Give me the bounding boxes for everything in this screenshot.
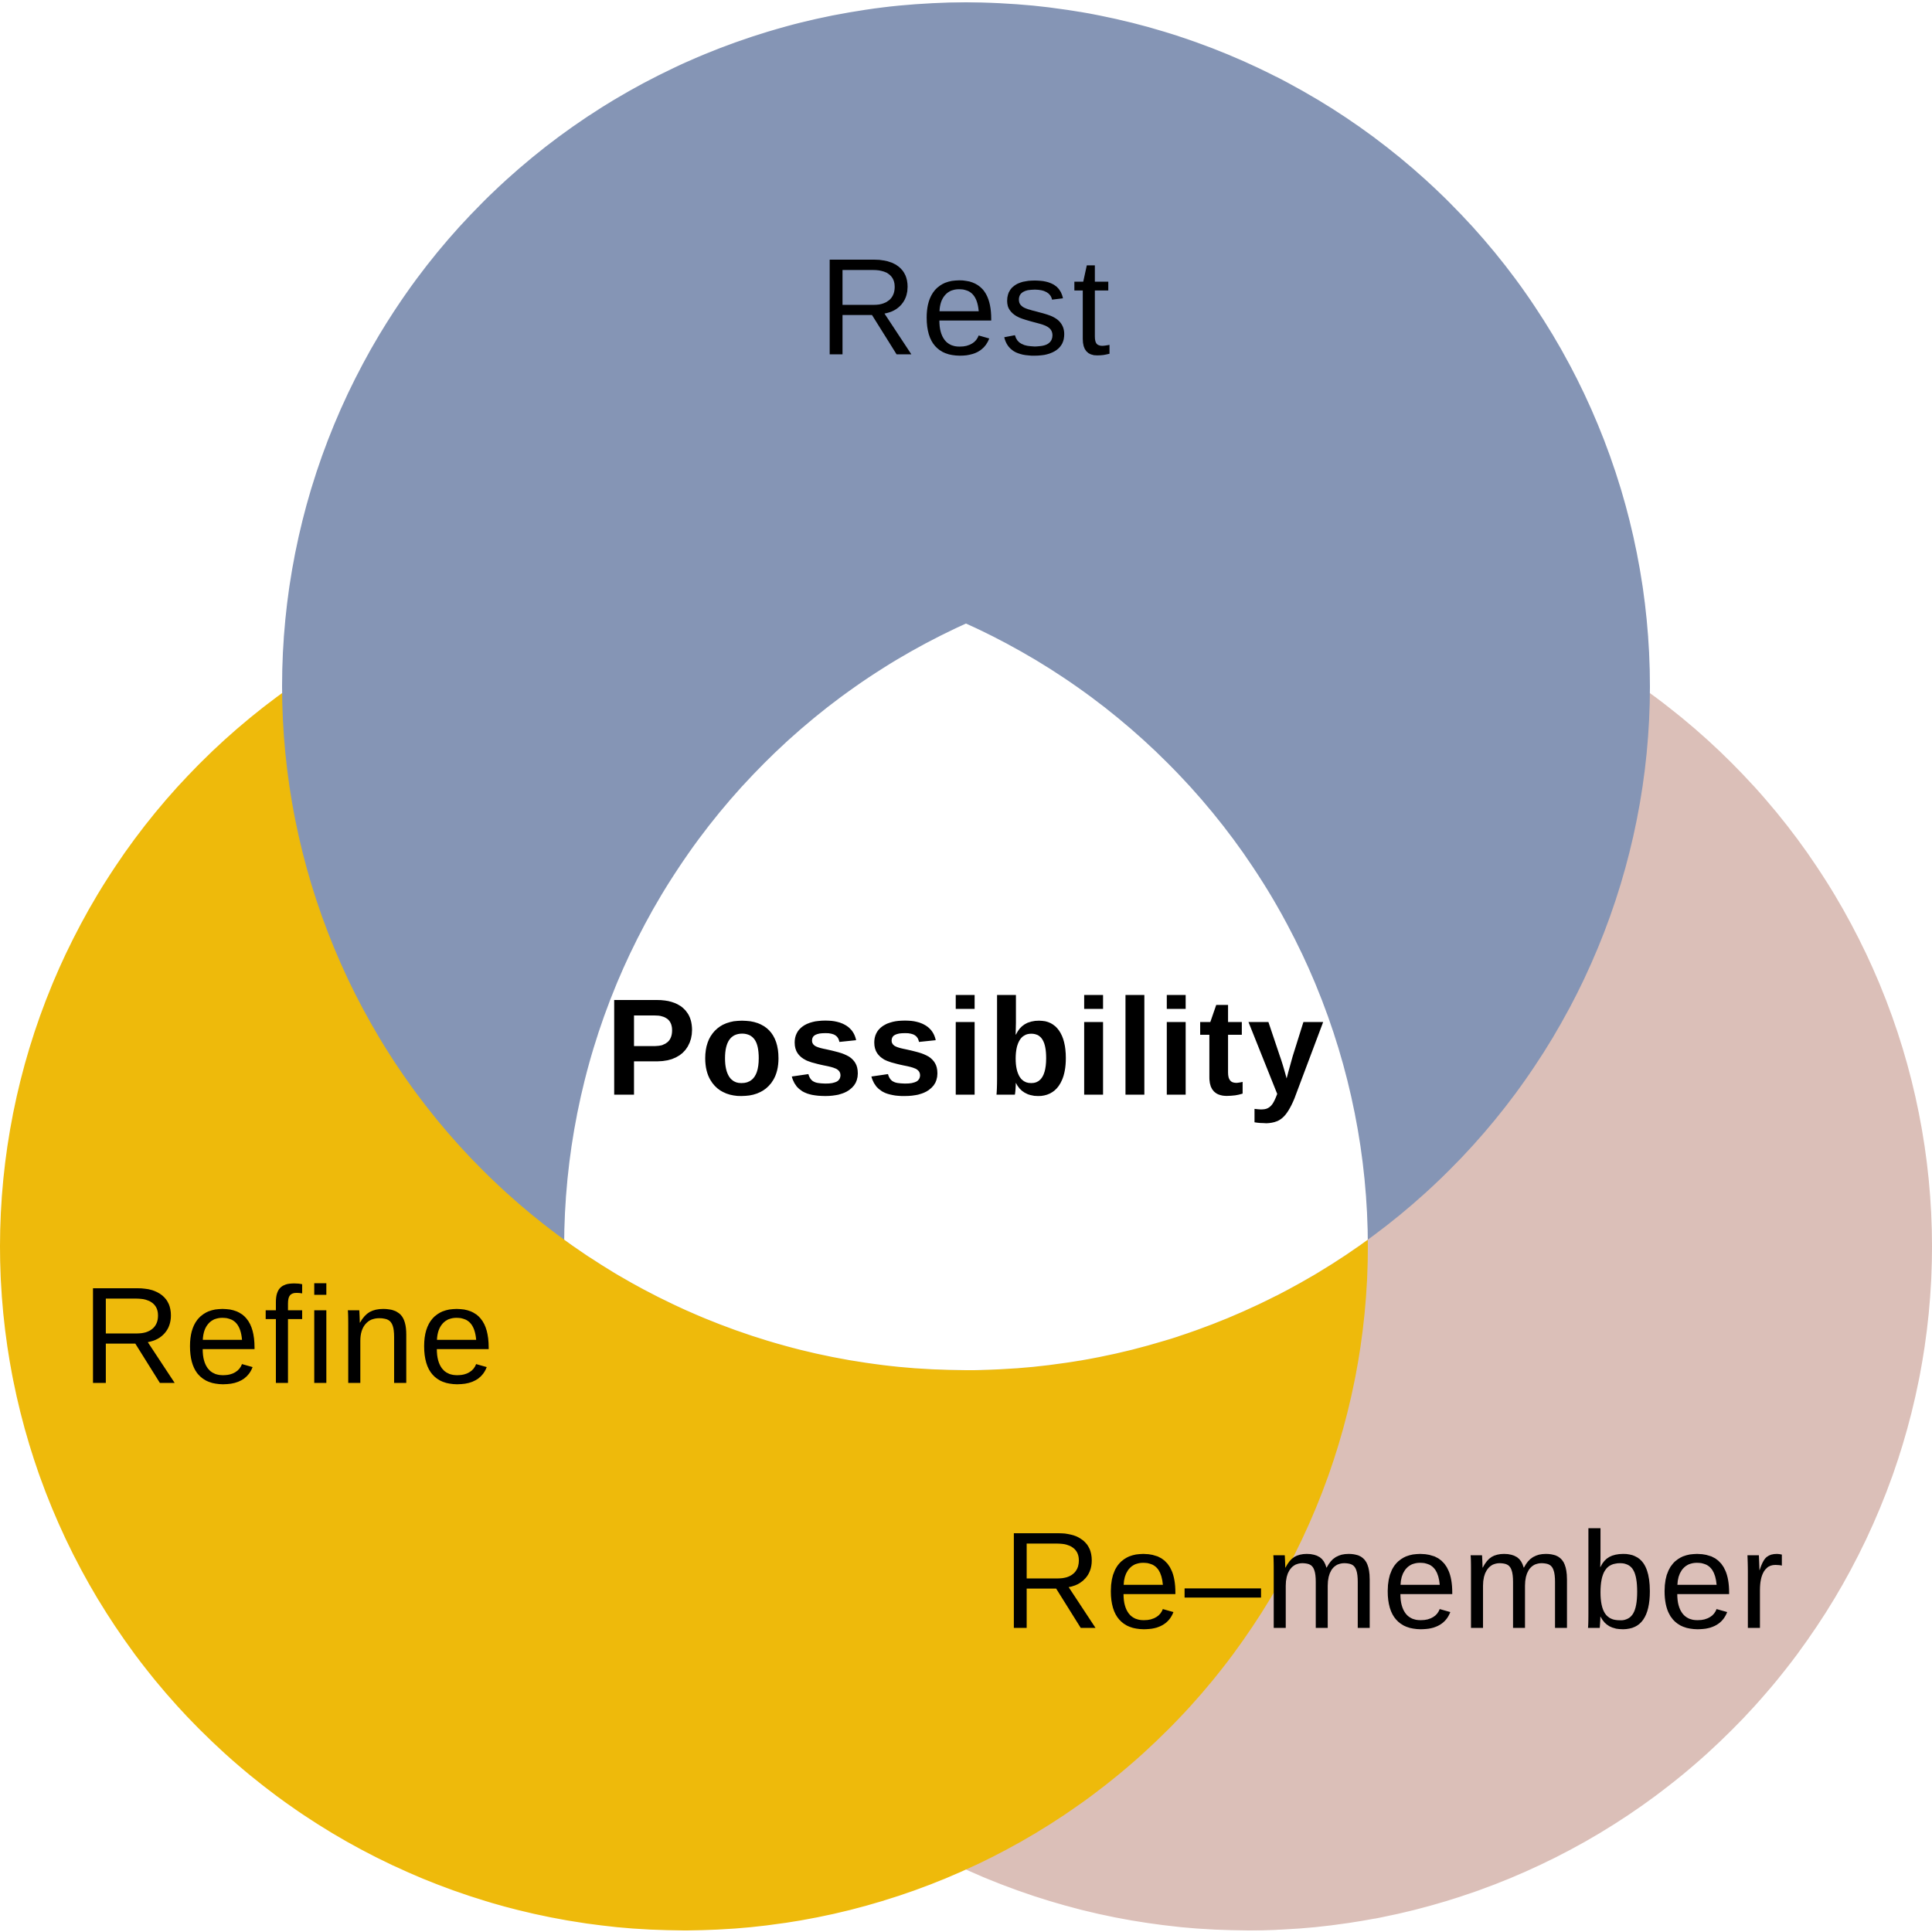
label-refine: Refine <box>82 1259 498 1413</box>
label-possibility: Possibility <box>605 971 1327 1124</box>
label-rest: Rest <box>818 230 1114 384</box>
label-remember: Re–member <box>1002 1504 1787 1658</box>
